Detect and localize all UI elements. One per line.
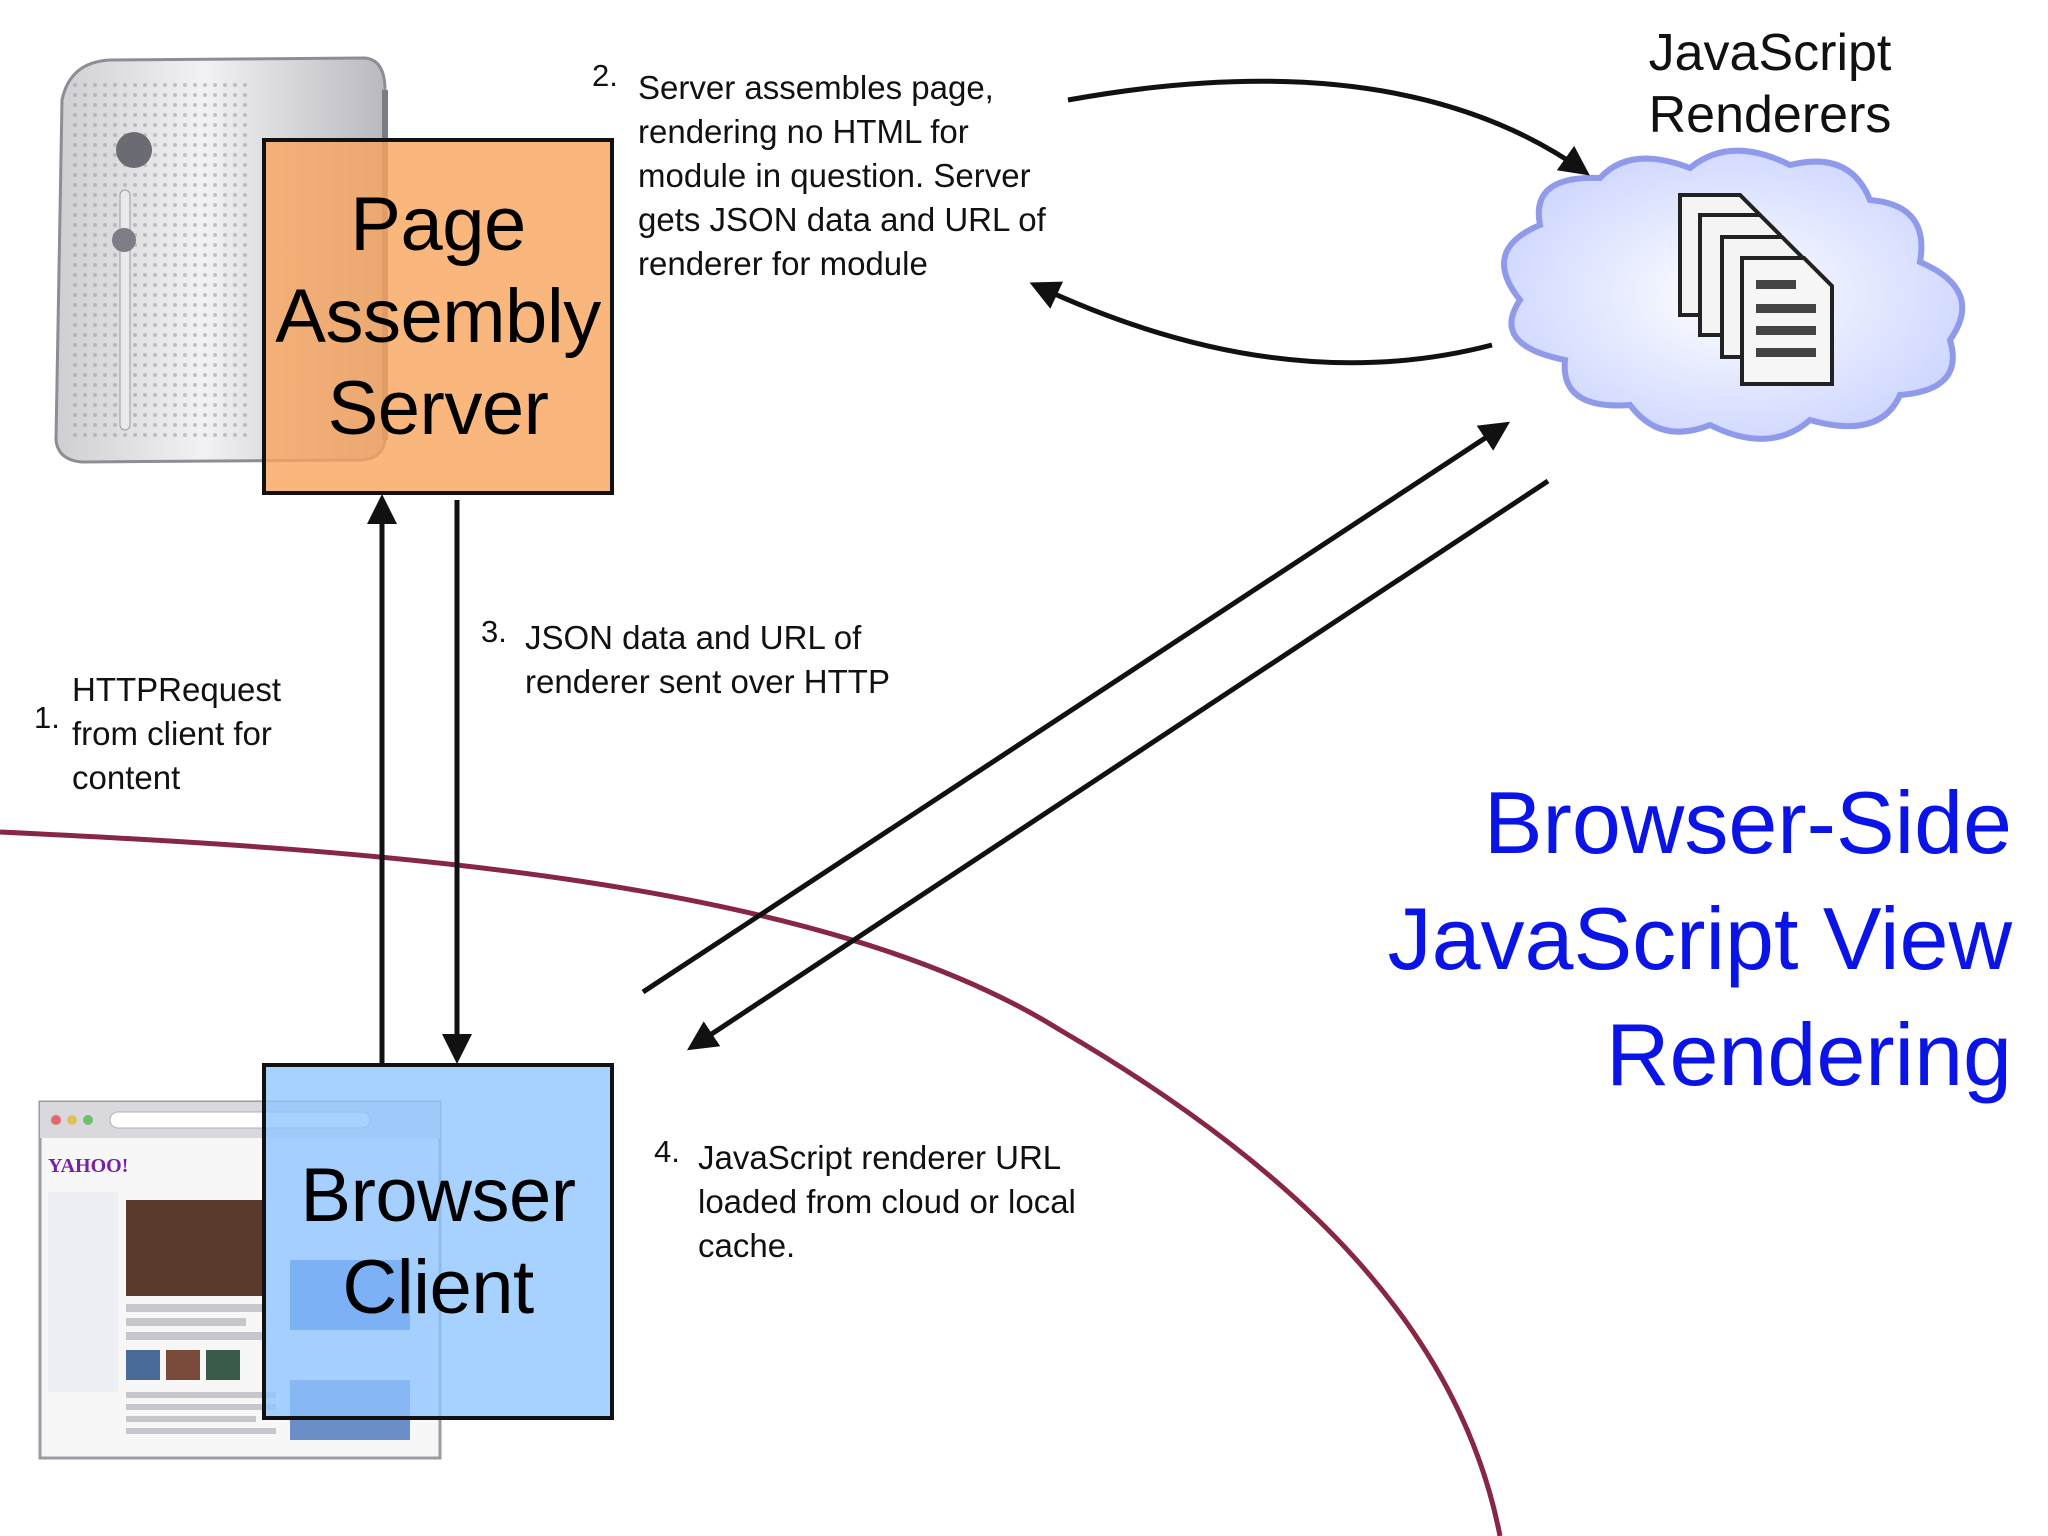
step-text-line: renderer sent over HTTP xyxy=(525,663,890,700)
step-text-line: renderer for module xyxy=(638,245,928,282)
slide-title-line: Rendering xyxy=(1605,1005,2012,1104)
step-number: 1. xyxy=(34,700,60,735)
renderers-label-line: Renderers xyxy=(1648,86,1892,144)
step-text-line: JSON data and URL of xyxy=(525,619,862,656)
document-stack-icon xyxy=(1678,193,1834,386)
step-text-line: from client for xyxy=(72,715,272,752)
server-label-line: Server xyxy=(327,365,549,451)
server-label-line: Assembly xyxy=(275,273,601,359)
step-text-line: cache. xyxy=(698,1227,796,1264)
step-text-line: rendering no HTML for xyxy=(638,113,969,150)
step-text-line: module in question. Server xyxy=(638,157,1031,194)
step-text-line: HTTPRequest xyxy=(72,671,282,708)
step-2-label: 2. Server assembles page, rendering no H… xyxy=(592,58,1046,286)
step-text-line: content xyxy=(72,759,181,796)
step-text-line: gets JSON data and URL of xyxy=(638,201,1046,238)
slide-title-line: JavaScript View xyxy=(1387,889,2012,988)
server-label-line: Page xyxy=(350,181,526,267)
step-number: 4. xyxy=(654,1134,680,1169)
client-label-line: Browser xyxy=(300,1152,576,1238)
yahoo-logo: YAHOO! xyxy=(48,1155,128,1177)
step-text-line: JavaScript renderer URL xyxy=(698,1139,1062,1176)
step-1-label: 1. HTTPRequest from client for content xyxy=(34,668,282,800)
step-text-line: Server assembles page, xyxy=(638,69,994,106)
step-4-label: 4. JavaScript renderer URL loaded from c… xyxy=(654,1134,1076,1268)
step-text-line: loaded from cloud or local xyxy=(698,1183,1076,1220)
javascript-renderers-label: JavaScript Renderers xyxy=(1590,22,1950,146)
step-number: 2. xyxy=(592,58,618,93)
client-label-line: Client xyxy=(342,1244,534,1330)
renderers-label-line: JavaScript xyxy=(1648,24,1892,82)
browser-client-box: Browser Client xyxy=(262,1063,614,1420)
page-assembly-server-box: Page Assembly Server xyxy=(262,138,614,495)
slide-title-line: Browser-Side xyxy=(1483,773,2012,872)
step-3-label: 3. JSON data and URL of renderer sent ov… xyxy=(481,614,890,704)
step-number: 3. xyxy=(481,614,507,649)
slide-title: Browser-Side JavaScript View Rendering xyxy=(1388,765,2012,1113)
